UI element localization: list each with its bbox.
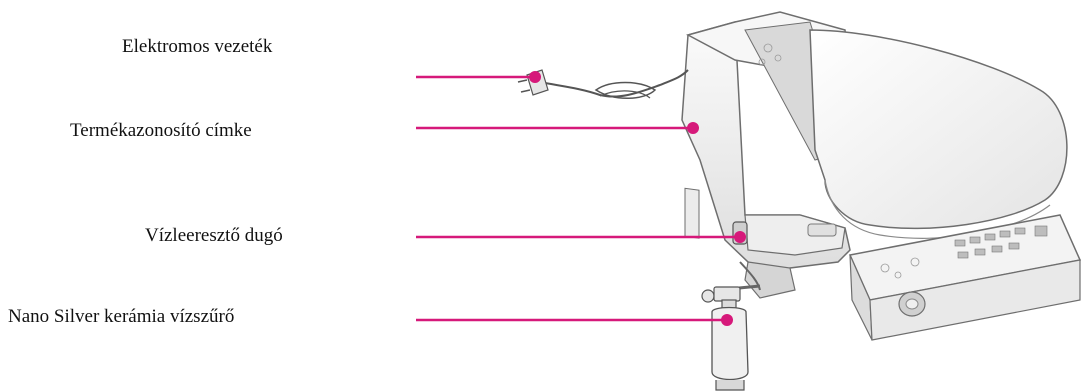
marker-product-id (687, 122, 699, 134)
label-drain-plug: Vízleeresztő dugó (145, 225, 283, 246)
leader-markers (529, 71, 746, 326)
remote-control (848, 214, 1082, 341)
marker-drain-plug (734, 231, 746, 243)
side-button (807, 223, 837, 237)
label-nano-silver-filter: Nano Silver kerámia vízszűrő (8, 306, 235, 327)
seat-lid (809, 29, 1068, 230)
marker-power-cord (529, 71, 541, 83)
nano-silver-filter (701, 261, 761, 391)
housing-base (744, 261, 796, 299)
label-power-cord: Elektromos vezeték (122, 36, 273, 57)
marker-nano-filter (721, 314, 733, 326)
leader-lines (416, 75, 740, 322)
power-cord (539, 69, 689, 99)
product-id-plate (684, 187, 700, 239)
label-product-id: Termékazonosító címke (70, 120, 252, 141)
